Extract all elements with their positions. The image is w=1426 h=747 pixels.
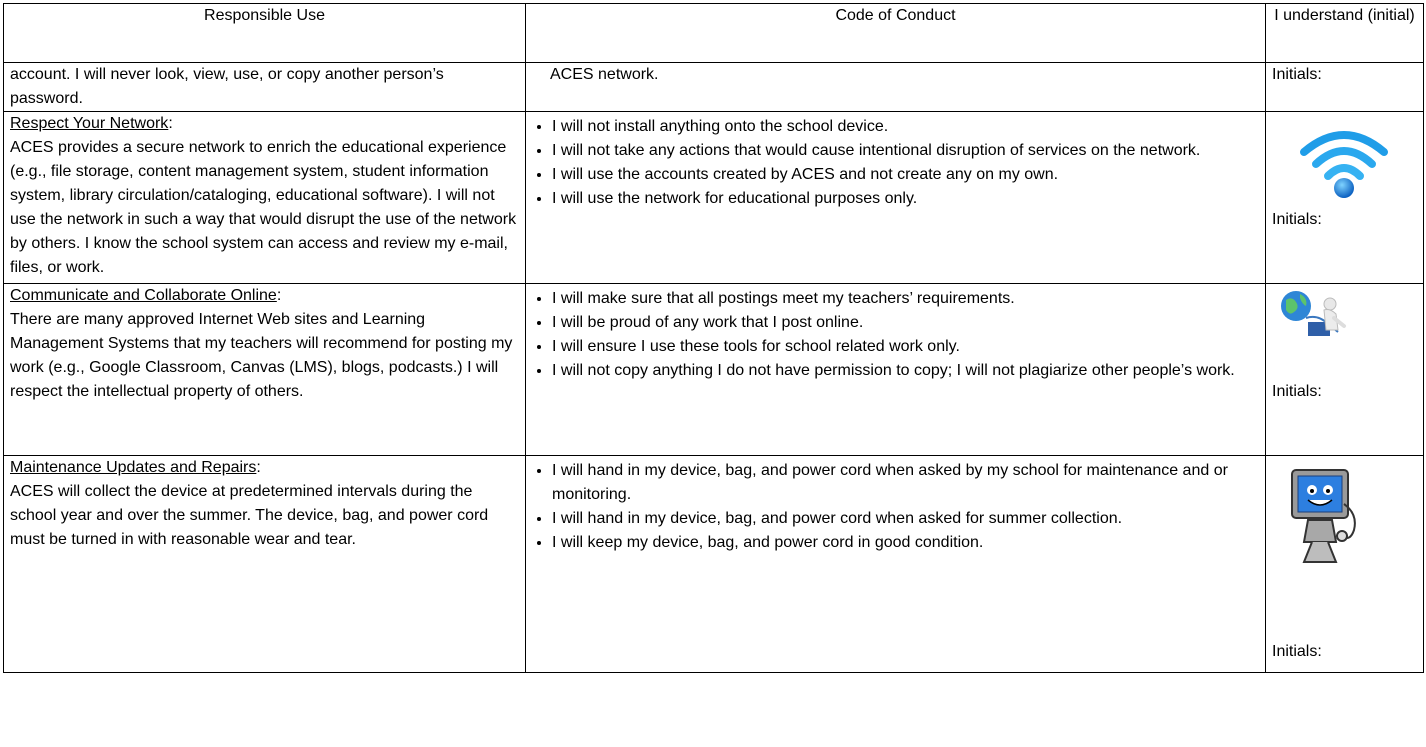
initials-label: Initials: <box>1272 383 1322 400</box>
initials-label: Initials: <box>1272 211 1322 228</box>
list-item: I will keep my device, bag, and power co… <box>552 531 1259 555</box>
list-item: I will not take any actions that would c… <box>552 139 1259 163</box>
responsible-use-cell: account. I will never look, view, use, o… <box>3 62 526 112</box>
initials-cell[interactable]: Initials: <box>1265 283 1424 456</box>
list-item: I will not copy anything I do not have p… <box>552 359 1259 383</box>
use-text: ACES provides a secure network to enrich… <box>10 139 517 276</box>
list-item: I will be proud of any work that I post … <box>552 311 1259 335</box>
initials-label: Initials: <box>1272 643 1322 660</box>
responsible-use-cell: Maintenance Updates and Repairs: ACES wi… <box>3 455 526 673</box>
section-title: Maintenance Updates and Repairs <box>10 459 257 476</box>
list-item: I will use the accounts created by ACES … <box>552 163 1259 187</box>
code-of-conduct-cell: ACES network. <box>525 62 1266 112</box>
header-i-understand: I understand (initial) <box>1265 3 1424 63</box>
code-of-conduct-cell: I will make sure that all postings meet … <box>525 283 1266 456</box>
responsible-use-cell: Communicate and Collaborate Online: Ther… <box>3 283 526 456</box>
list-item: I will use the network for educational p… <box>552 187 1259 211</box>
conduct-list: I will hand in my device, bag, and power… <box>532 459 1259 555</box>
header-code-of-conduct: Code of Conduct <box>525 3 1266 63</box>
use-text: ACES will collect the device at predeter… <box>10 483 489 548</box>
table-row: Maintenance Updates and Repairs: ACES wi… <box>3 455 1424 673</box>
computer-doctor-icon <box>1291 469 1356 563</box>
table-row: Respect Your Network: ACES provides a se… <box>3 111 1424 284</box>
responsible-use-cell: Respect Your Network: ACES provides a se… <box>3 111 526 284</box>
initials-cell[interactable]: Initials: <box>1265 455 1424 673</box>
list-item: I will ensure I use these tools for scho… <box>552 335 1259 359</box>
conduct-list: I will make sure that all postings meet … <box>532 287 1259 383</box>
header-responsible-use: Responsible Use <box>3 3 526 63</box>
section-title-colon: : <box>256 459 261 476</box>
use-text: account. I will never look, view, use, o… <box>10 66 444 107</box>
section-title-colon: : <box>168 115 173 132</box>
list-item: I will make sure that all postings meet … <box>552 287 1259 311</box>
initials-cell[interactable]: Initials: <box>1265 111 1424 284</box>
code-of-conduct-cell: I will not install anything onto the sch… <box>525 111 1266 284</box>
globe-network-icon <box>1281 291 1346 336</box>
section-title: Communicate and Collaborate Online <box>10 287 277 304</box>
initials-cell[interactable]: Initials: <box>1265 62 1424 112</box>
table-row: account. I will never look, view, use, o… <box>3 62 1424 112</box>
section-title: Respect Your Network <box>10 115 169 132</box>
table-header-row: Responsible Use Code of Conduct I unders… <box>3 3 1424 63</box>
table-row: Communicate and Collaborate Online: Ther… <box>3 283 1424 456</box>
initials-label: Initials: <box>1272 66 1322 83</box>
list-item: I will hand in my device, bag, and power… <box>552 459 1259 507</box>
use-text: There are many approved Internet Web sit… <box>10 311 513 400</box>
wifi-icon <box>1300 131 1388 198</box>
code-of-conduct-cell: I will hand in my device, bag, and power… <box>525 455 1266 673</box>
section-title-colon: : <box>276 287 282 304</box>
conduct-list: I will not install anything onto the sch… <box>532 115 1259 211</box>
list-item: I will not install anything onto the sch… <box>552 115 1259 139</box>
list-item: I will hand in my device, bag, and power… <box>552 507 1259 531</box>
policy-table: Responsible Use Code of Conduct I unders… <box>3 3 1424 673</box>
conduct-text: ACES network. <box>550 66 659 83</box>
